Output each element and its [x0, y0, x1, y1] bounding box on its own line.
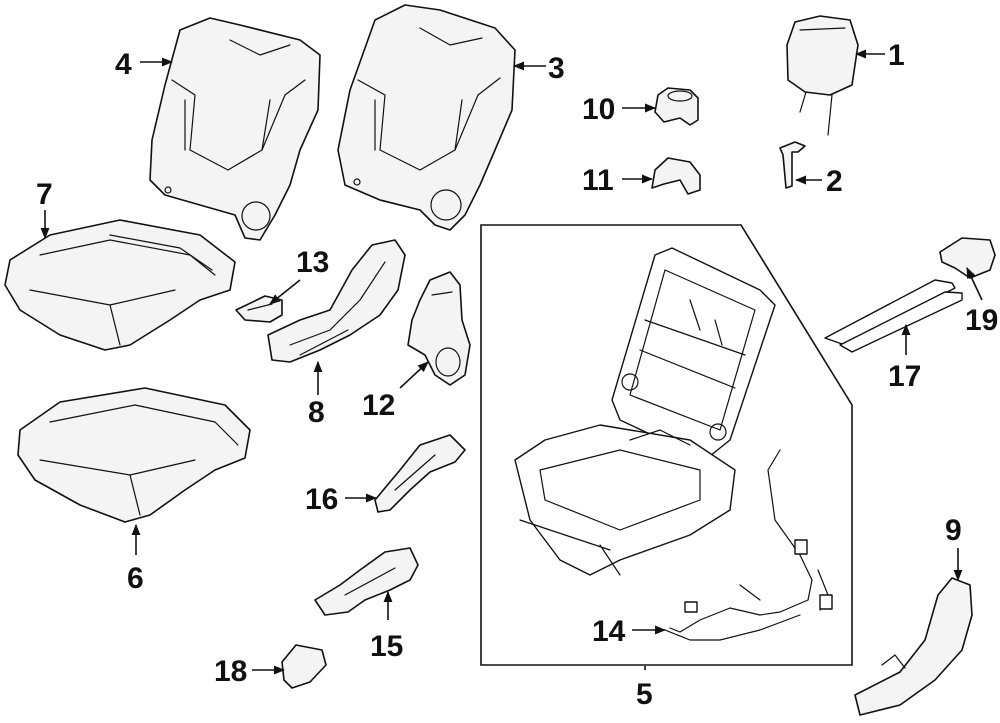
- recliner-cover: [407, 271, 471, 386]
- callout-3: 3: [548, 52, 565, 85]
- callout-15: 15: [370, 630, 403, 663]
- callout-9: 9: [945, 514, 962, 547]
- leader-12: [399, 361, 429, 389]
- seat-back-cover-right: [337, 4, 516, 231]
- headrest-guide: [779, 141, 806, 189]
- callout-12: 12: [362, 389, 395, 422]
- seat-frame-box: [480, 224, 853, 666]
- callout-1: 1: [888, 39, 905, 72]
- callout-14: 14: [592, 615, 626, 648]
- leader-lines: [40, 49, 983, 675]
- headrest: [786, 15, 859, 136]
- callout-6: 6: [127, 562, 144, 595]
- leader-13: [269, 279, 301, 305]
- seat-cushion-lower: [17, 387, 251, 523]
- callout-4: 4: [115, 48, 132, 81]
- trim-piece: [374, 434, 466, 513]
- side-shield: [267, 239, 406, 363]
- lever-handle: [281, 644, 327, 689]
- callout-11: 11: [582, 164, 614, 197]
- side-trim: [854, 577, 973, 716]
- end-cap: [939, 237, 996, 279]
- callout-19: 19: [965, 304, 998, 337]
- callout-18: 18: [214, 655, 247, 688]
- callout-2: 2: [826, 165, 843, 198]
- latch-clip: [651, 157, 701, 195]
- rail-covers: [824, 279, 963, 353]
- callout-5: 5: [636, 678, 653, 711]
- latch-cover: [654, 87, 699, 126]
- mounting-bracket: [314, 547, 419, 616]
- callout-7: 7: [36, 178, 53, 211]
- callout-16: 16: [305, 483, 338, 516]
- seat-cushion-upper: [4, 219, 236, 351]
- seat-back-cover-left: [149, 17, 321, 241]
- callout-8: 8: [308, 396, 325, 429]
- leader-19: [966, 266, 983, 301]
- callout-labels: 1 2 3 4 5 6 7 8 9 10 11 12 13 14 15 16 1…: [36, 39, 998, 711]
- callout-13: 13: [296, 246, 329, 279]
- callout-10: 10: [582, 93, 615, 126]
- callout-17: 17: [888, 360, 921, 393]
